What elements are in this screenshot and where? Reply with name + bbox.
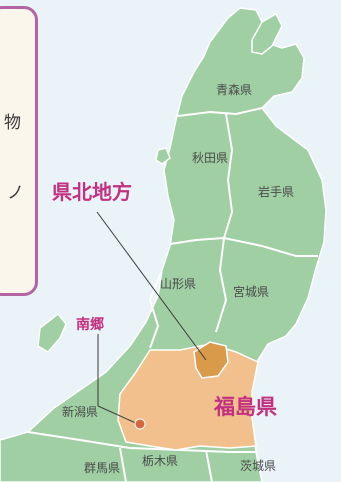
label-fukushima: 福島県 [214, 395, 277, 419]
callout-box: 物 ノ [0, 6, 38, 296]
prefecture-borders [27, 107, 318, 482]
border-yamagata-niigata [148, 269, 163, 349]
label-gunma: 群馬県 [84, 461, 121, 475]
label-niigata: 新潟県 [62, 405, 99, 419]
nango-leader-elbow [97, 405, 139, 425]
border-aomori [177, 107, 263, 117]
label-tochigi: 栃木県 [142, 454, 179, 468]
fukushima-region [117, 343, 259, 451]
oga-peninsula [155, 147, 171, 165]
label-nango: 南郷 [76, 317, 104, 333]
label-aomori: 青森県 [216, 83, 253, 97]
border-south [27, 431, 256, 453]
label-akita: 秋田県 [192, 151, 229, 165]
border-tochigi-ibaraki [205, 449, 213, 482]
nango-marker [134, 418, 146, 430]
border-yamagata-miyagi [215, 237, 228, 333]
border-akita-iwate [223, 113, 234, 239]
label-iwate: 岩手県 [258, 185, 295, 199]
label-kenpoku: 県北地方 [52, 180, 132, 204]
label-ibaraki: 茨城県 [240, 459, 277, 473]
label-miyagi: 宮城県 [233, 285, 270, 299]
label-yamagata: 山形県 [160, 277, 197, 291]
callout-char-2: ノ [7, 183, 24, 203]
callout-char-1: 物 [4, 113, 21, 133]
border-gunma-tochigi [119, 447, 127, 482]
border-akita-yamagata [169, 237, 225, 245]
shimokita-peninsula [251, 12, 283, 55]
border-iwate-miyagi [223, 237, 318, 257]
kenpoku-leader-line [96, 211, 207, 361]
kenpoku-region [193, 341, 229, 379]
sado-island [37, 312, 67, 353]
